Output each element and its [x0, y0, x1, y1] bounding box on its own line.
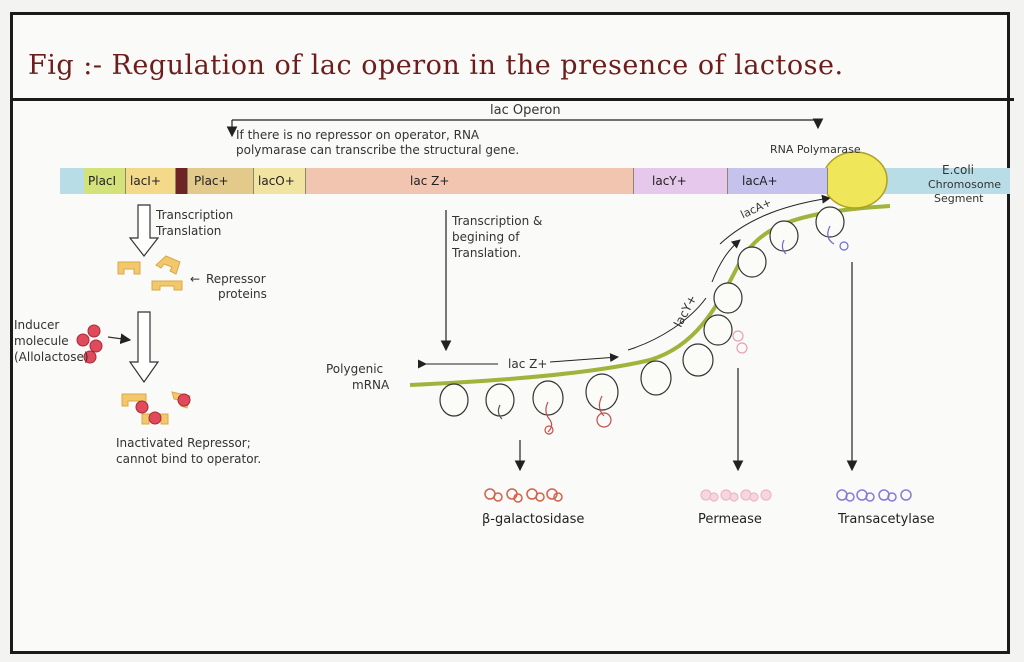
hollow-arrow-transcription: [130, 205, 158, 256]
mrna-label-line2: mRNA: [352, 378, 389, 392]
inducer-label-line1: Inducer: [14, 318, 59, 332]
gene-label-laci: lacI+: [130, 174, 161, 188]
rna-polymerase-label: RNA Polymarase: [770, 143, 861, 157]
transcription-middle-line2: begining of: [452, 230, 520, 244]
galactosidase-proteins: [485, 489, 562, 502]
rna-polymerase: [823, 152, 887, 208]
lacy-span-arrow-tail: [712, 240, 740, 282]
gene-label-lacy: lacY+: [652, 174, 687, 188]
operator-note-line2: polymarase can transcribe the structural…: [236, 143, 519, 157]
gene-label-laca: lacA+: [742, 174, 778, 188]
gene-box-spacer: [176, 168, 188, 194]
transcription-left-line2: Translation: [156, 224, 221, 238]
operator-note-line1: If there is no repressor on operator, RN…: [236, 128, 479, 142]
gene-label-placi: PlacI: [88, 174, 116, 188]
chromosome-label-line2: Chromosome: [928, 178, 1001, 192]
permease-proteins: [701, 490, 771, 501]
repressor-proteins: [118, 256, 182, 290]
product-galactosidase: β-galactosidase: [482, 512, 584, 527]
transcription-middle-line1: Transcription &: [452, 214, 542, 228]
transcription-left-line1: Transcription: [156, 208, 233, 222]
repressor-label-line1: Repressor: [206, 272, 266, 286]
inactivated-label-line1: Inactivated Repressor;: [116, 436, 251, 450]
repressor-label-line2: proteins: [218, 287, 267, 301]
hollow-arrow-inducer: [130, 312, 158, 382]
chromosome-label-line1: E.coli: [942, 163, 974, 177]
operon-label: lac Operon: [490, 104, 561, 118]
repressor-pointer: ←: [190, 272, 200, 286]
product-transacetylase: Transacetylase: [838, 512, 935, 527]
inactivated-label-line2: cannot bind to operator.: [116, 452, 261, 466]
gene-box-lacz: [306, 168, 634, 194]
transacetylase-proteins: [837, 490, 911, 501]
gene-label-laco: lacO+: [258, 174, 295, 188]
mrna-label-line1: Polygenic: [326, 362, 383, 376]
gene-label-plac: Plac+: [194, 174, 229, 188]
inducer-label-line3: (Allolactose): [14, 350, 89, 364]
inducer-label-line2: molecule: [14, 334, 69, 348]
chromosome-label-line3: Segment: [934, 192, 984, 206]
gene-label-lacz: lac Z+: [410, 174, 449, 188]
inactivated-repressors: [122, 392, 190, 424]
mrna-segment-lacz: lac Z+: [508, 357, 547, 371]
product-permease: Permease: [698, 512, 762, 527]
transcription-middle-line3: Translation.: [452, 246, 521, 260]
